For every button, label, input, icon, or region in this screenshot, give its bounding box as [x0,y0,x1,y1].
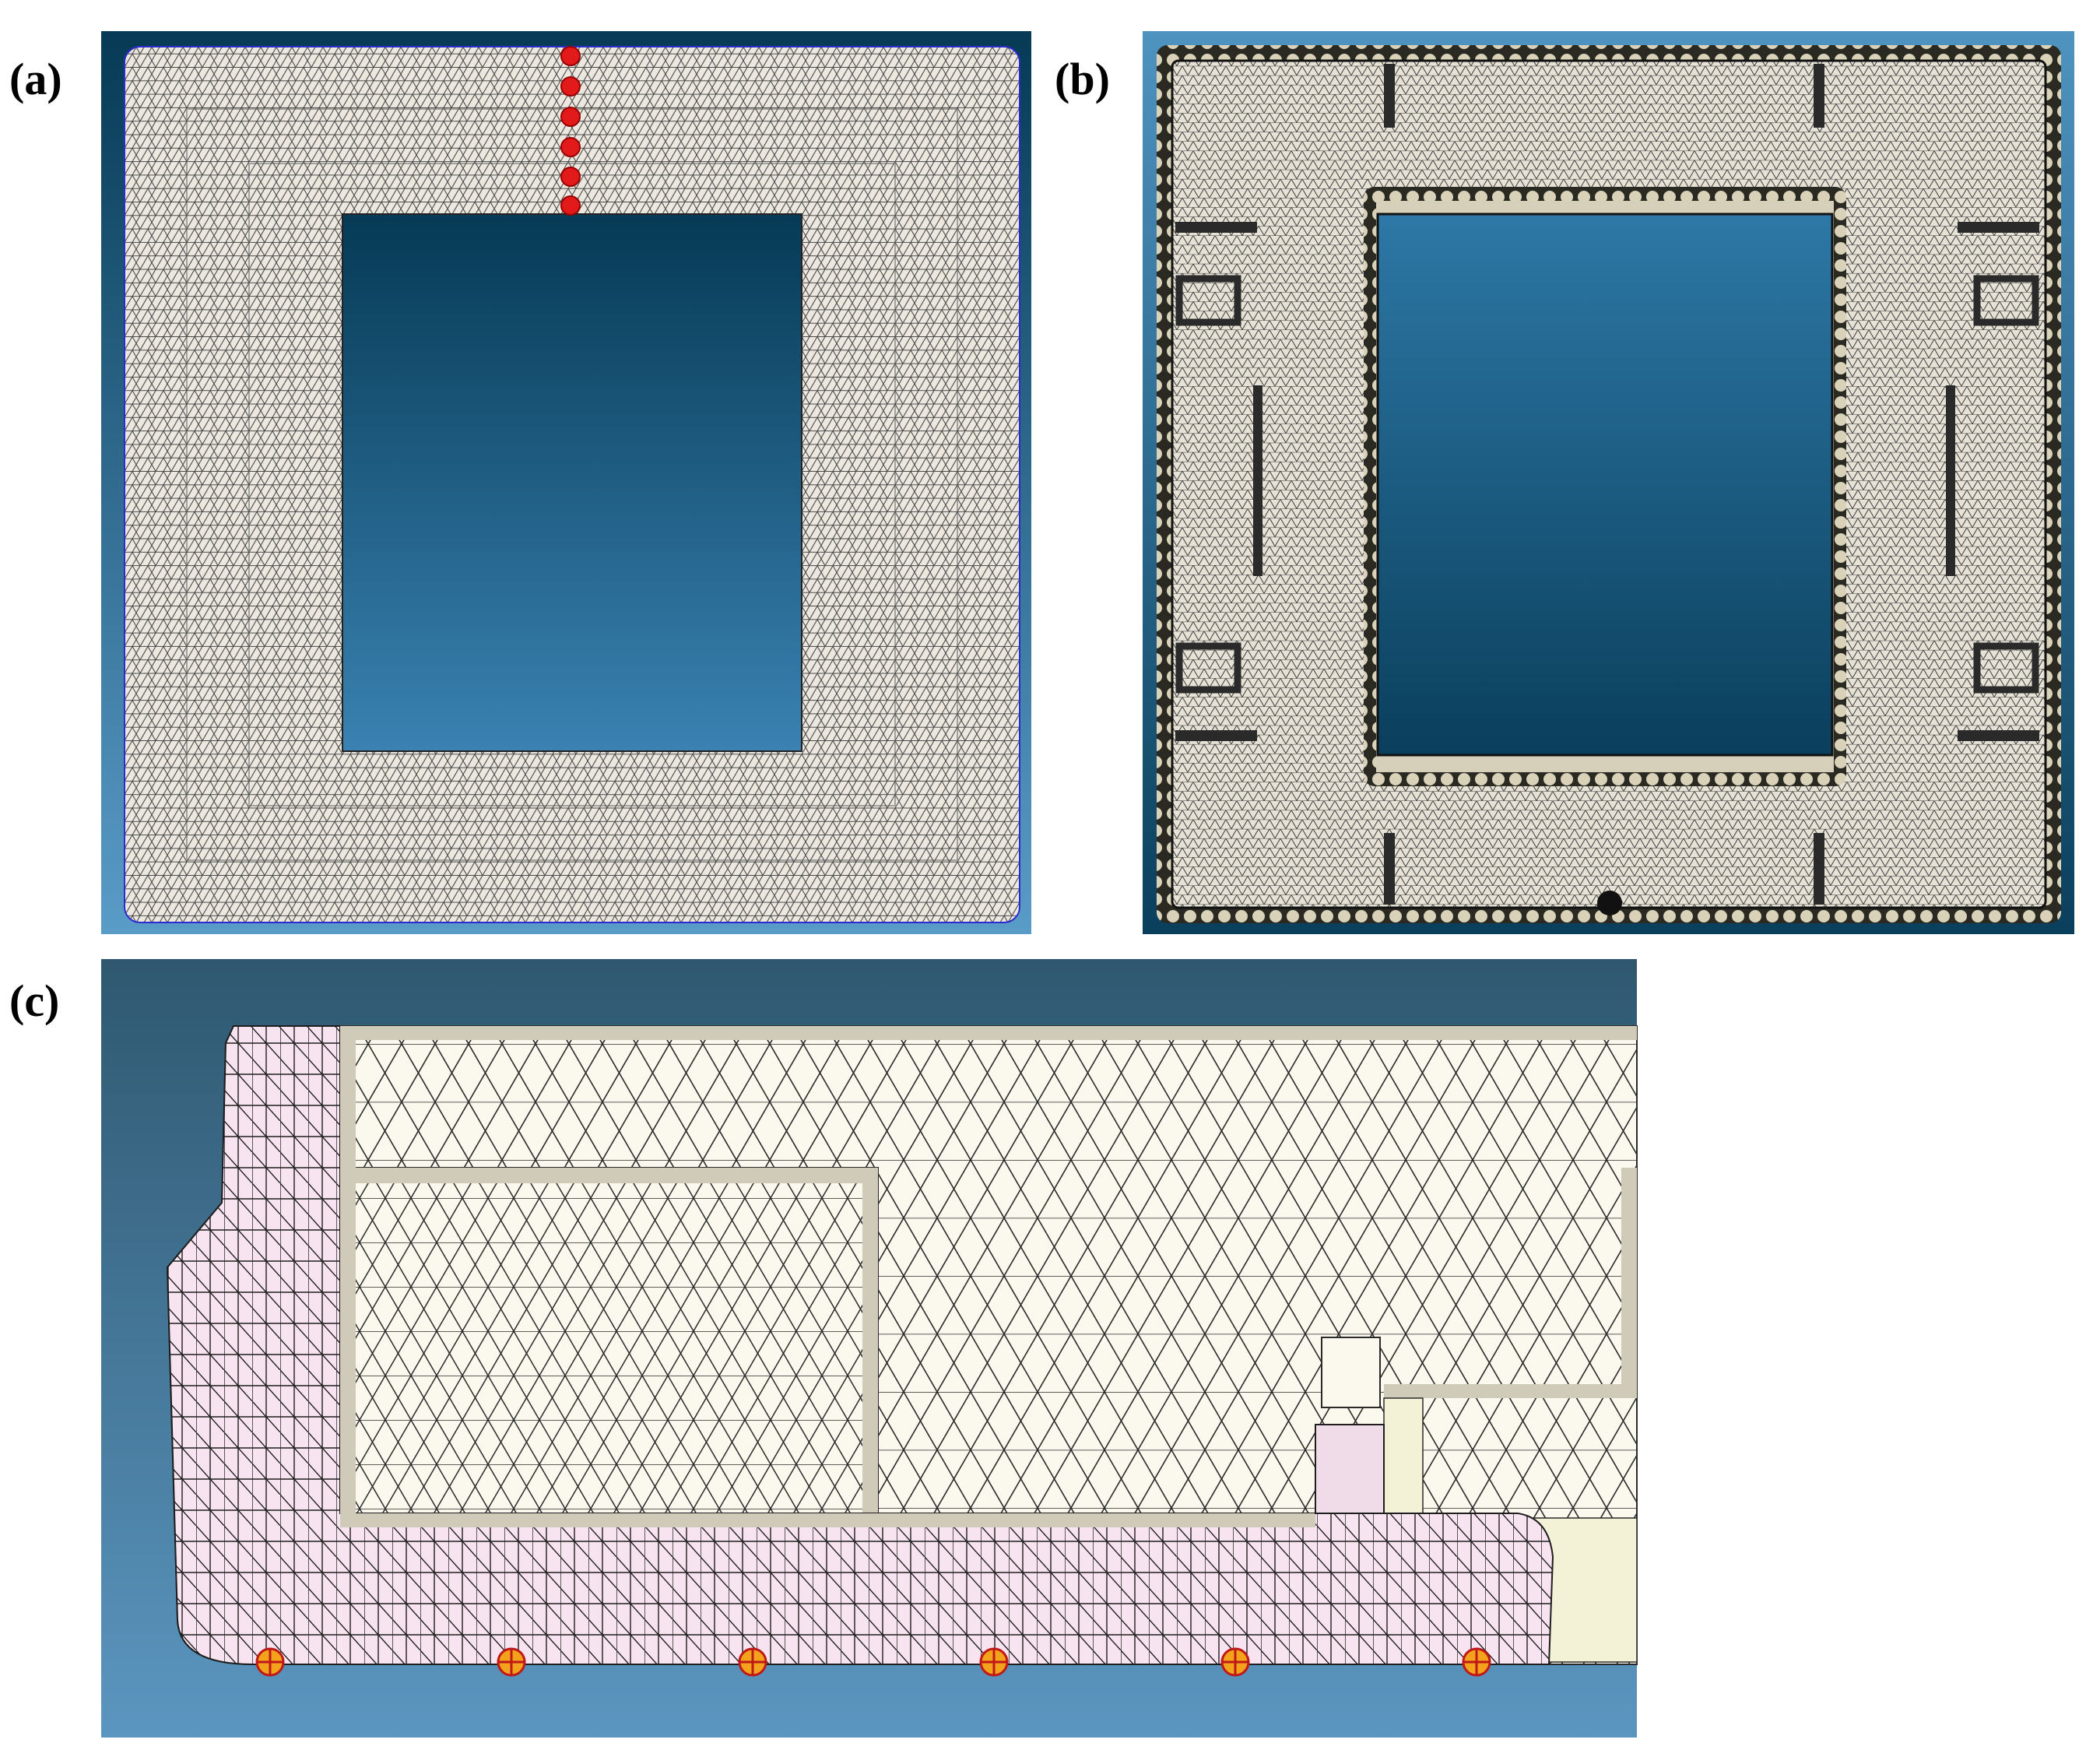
panel-c-inner-box [339,1167,879,1514]
panel-c-gate-markers [255,1647,1491,1677]
gate-marker-c [738,1647,767,1677]
gate-marker-a [560,76,581,97]
gate-marker-a [560,195,581,216]
panel-label-a: (a) [9,54,62,104]
panel-a-mesh-view [101,31,1031,934]
panel-a-window-cutout [342,213,802,752]
panel-b-mesh-view [1143,31,2074,934]
gate-marker-c [1220,1647,1250,1677]
panel-a-gate-markers [560,46,581,216]
gate-marker-c [979,1647,1009,1677]
panel-c-top-wall [340,1026,1637,1040]
panel-b-ribs [1175,64,2039,905]
gate-marker-a [560,107,581,127]
gate-marker-c [1462,1647,1491,1677]
gate-marker-a [560,167,581,187]
gate-marker-a [560,137,581,157]
panel-label-c: (c) [9,975,60,1026]
panel-c-boss [1321,1337,1381,1408]
panel-b-injection-point [1597,891,1622,915]
panel-b-window-cutout [1376,213,1834,757]
gate-marker-c [255,1647,285,1677]
gate-marker-a [560,46,581,66]
panel-c-bottom-wall [340,1513,1315,1527]
panel-c-base-region [166,1025,1554,1665]
panel-label-b: (b) [1055,54,1110,104]
panel-b-bosses [1175,275,2039,694]
panel-c-cross-section-view [101,959,1638,1738]
gate-marker-c [497,1647,526,1677]
